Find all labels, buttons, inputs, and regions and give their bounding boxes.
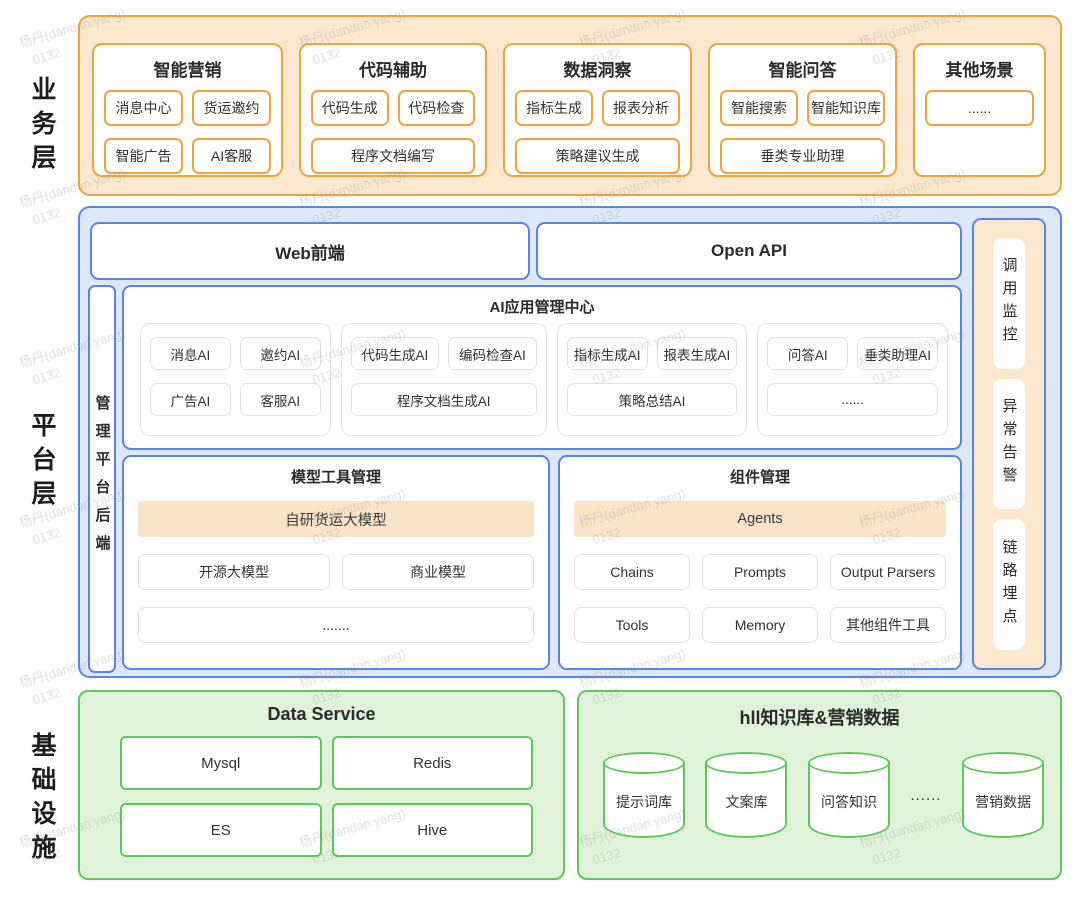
datastore-chip: ES [120, 803, 322, 857]
ai-app-center-title: AI应用管理中心 [489, 299, 595, 316]
cylinder-label: 文案库 [725, 794, 768, 810]
component-mgmt-box: 组件管理 Agents Chains Prompts Output Parser… [558, 455, 962, 670]
scenario-chip: 程序文档编写 [311, 138, 475, 174]
component-chip: Output Parsers [830, 554, 946, 590]
component-chip: 其他组件工具 [830, 607, 946, 643]
knowledge-data-title: hll知识库&营销数据 [739, 708, 900, 728]
scenario-chip: 报表分析 [602, 90, 680, 126]
card-other-scenarios: 其他场景 ...... [913, 43, 1046, 177]
ai-chip: 报表生成AI [656, 337, 738, 370]
card-code-assist: 代码辅助 代码生成 代码检查 程序文档编写 [299, 43, 487, 177]
card-title: 智能问答 [768, 61, 837, 80]
knowledge-cylinders: 提示词库 文案库 问答知识 ...... 营销数据 [603, 752, 1044, 838]
scenario-chip: 垂类专业助理 [720, 138, 885, 174]
web-frontend-box: Web前端 [90, 222, 530, 280]
ai-group-qa: 问答AI 垂类助理AI ...... [757, 323, 948, 436]
model-chip: 开源大模型 [138, 554, 330, 590]
ai-app-groups: 消息AI 邀约AI 广告AI 客服AI 代码生成AI 编码检查AI 程序文档生成… [140, 323, 948, 436]
ai-chip: 消息AI [150, 337, 231, 370]
business-layer-band: 智能营销 消息中心 货运邀约 智能广告 AI客服 代码辅助 代码生成 代码检查 … [78, 15, 1062, 196]
rail-label-platform: 平台层 [28, 412, 56, 514]
monitor-sidebar: 调用监控 异常告警 链路埋点 [972, 218, 1046, 670]
monitor-item-tracing: 链路埋点 [993, 519, 1025, 651]
monitor-item-label: 链路埋点 [1000, 538, 1018, 631]
component-chip: Memory [702, 607, 818, 643]
business-cards: 智能营销 消息中心 货运邀约 智能广告 AI客服 代码辅助 代码生成 代码检查 … [92, 43, 1046, 177]
card-data-insight: 数据洞察 指标生成 报表分析 策略建议生成 [503, 43, 692, 177]
ai-chip: 问答AI [767, 337, 849, 370]
monitor-item-alerting: 异常告警 [993, 378, 1025, 510]
ai-chip: 代码生成AI [350, 337, 440, 370]
scenario-chip: 代码检查 [397, 90, 475, 126]
monitor-item-label: 异常告警 [1000, 398, 1018, 490]
monitor-item-label: 调用监控 [1000, 257, 1018, 350]
rail-label-infrastructure: 基础设施 [28, 732, 56, 868]
component-chip: Tools [574, 607, 690, 643]
model-tool-mgmt-box: 模型工具管理 自研货运大模型 开源大模型 商业模型 ....... [122, 455, 550, 670]
ai-chip: ...... [767, 383, 938, 416]
ai-chip: 垂类助理AI [857, 337, 938, 370]
cylinder-label: 提示词库 [616, 794, 672, 810]
admin-backend-box: 管理平台后端 [88, 285, 116, 673]
component-chip: Prompts [702, 554, 818, 590]
ai-chip: 策略总结AI [566, 383, 738, 416]
ai-chip: 客服AI [239, 383, 321, 416]
scenario-chip: 策略建议生成 [515, 138, 680, 174]
card-title: 数据洞察 [563, 61, 632, 80]
agents-bar: Agents [574, 501, 946, 537]
component-mgmt-title: 组件管理 [729, 469, 790, 486]
cylinder-label: 营销数据 [974, 794, 1031, 810]
scenario-chip: 智能广告 [104, 138, 183, 174]
datastore-chip: Mysql [120, 736, 322, 790]
card-title: 智能营销 [153, 61, 222, 80]
ai-chip: 编码检查AI [448, 337, 537, 370]
component-chip: Chains [574, 554, 690, 590]
scenario-chip: 货运邀约 [192, 90, 271, 126]
rail-label-business: 业务层 [28, 76, 56, 178]
ai-chip: 邀约AI [239, 337, 321, 370]
ai-chip: 广告AI [150, 383, 231, 416]
scenario-chip: 代码生成 [311, 90, 389, 126]
ai-chip: 指标生成AI [566, 337, 648, 370]
database-cylinder-icon: 文案库 [705, 752, 788, 838]
card-smart-marketing: 智能营销 消息中心 货运邀约 智能广告 AI客服 [92, 43, 283, 177]
card-smart-qa: 智能问答 智能搜索 智能知识库 垂类专业助理 [708, 43, 897, 177]
database-cylinder-icon: 问答知识 [807, 752, 890, 838]
datastore-chip: Hive [331, 803, 533, 857]
platform-layer-band: Web前端 Open API 管理平台后端 AI应用管理中心 消息AI 邀约AI… [78, 206, 1062, 678]
scenario-chip: 智能知识库 [807, 90, 885, 126]
database-cylinder-icon: 提示词库 [603, 752, 685, 838]
data-service-grid: Mysql Redis ES Hive [120, 736, 533, 857]
scenario-chip: 指标生成 [515, 90, 593, 126]
card-title: 其他场景 [945, 61, 1014, 80]
scenario-chip: AI客服 [192, 138, 271, 174]
scenario-chip: 消息中心 [104, 90, 183, 126]
data-service-box: Data Service Mysql Redis ES Hive [78, 690, 565, 880]
knowledge-data-box: hll知识库&营销数据 提示词库 文案库 问答知识 ...... 营销数据 [577, 690, 1062, 880]
model-chip-more: ....... [138, 607, 534, 643]
model-chip: 商业模型 [342, 554, 534, 590]
card-title: 代码辅助 [359, 61, 427, 80]
data-service-title: Data Service [267, 704, 376, 724]
ai-group-code: 代码生成AI 编码检查AI 程序文档生成AI [340, 323, 547, 436]
datastore-chip: Redis [331, 736, 533, 790]
database-cylinder-icon: 营销数据 [961, 752, 1044, 838]
ai-chip: 程序文档生成AI [350, 383, 537, 416]
ai-group-insight: 指标生成AI 报表生成AI 策略总结AI [556, 323, 748, 436]
scenario-chip: ...... [925, 90, 1034, 126]
ellipsis-text: ...... [910, 786, 942, 804]
self-developed-model-bar: 自研货运大模型 [138, 501, 534, 537]
open-api-box: Open API [536, 222, 962, 280]
admin-backend-label: 管理平台后端 [93, 395, 111, 563]
cylinder-label: 问答知识 [820, 794, 877, 810]
ai-group-marketing: 消息AI 邀约AI 广告AI 客服AI [140, 323, 331, 436]
monitor-item-call-monitoring: 调用监控 [993, 238, 1025, 369]
scenario-chip: 智能搜索 [720, 90, 798, 126]
ai-app-center-box: AI应用管理中心 消息AI 邀约AI 广告AI 客服AI 代码生成AI 编 [122, 285, 962, 450]
model-tool-mgmt-title: 模型工具管理 [290, 469, 381, 486]
